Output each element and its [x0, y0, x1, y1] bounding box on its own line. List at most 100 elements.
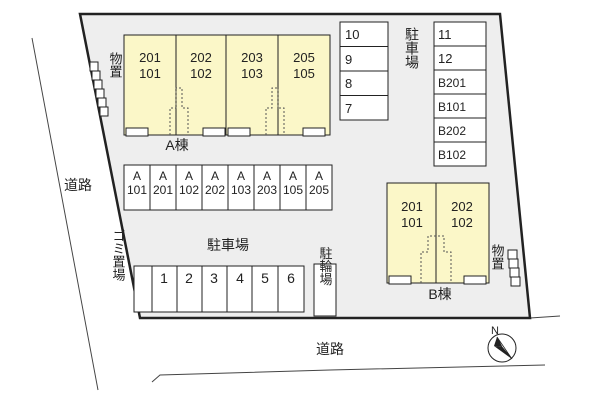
- parking-space-label: 6: [287, 270, 295, 286]
- compass-needle-shade: [494, 346, 512, 359]
- parking-space-unit: 103: [231, 183, 251, 197]
- unit-number-upper: 202: [451, 199, 473, 214]
- road-west-edge: [31, 37, 99, 391]
- unit-number-upper: 203: [241, 50, 263, 65]
- bike-parking-label: 駐輪場: [318, 247, 333, 286]
- parking-a-row: A 101 A 201 A 102 A 202 A 103 A 203 A 10…: [123, 164, 333, 211]
- building-a-unit: 202 102: [190, 50, 212, 81]
- parking-space-building: A: [263, 169, 271, 183]
- parking-top-left: 10 9 8 7: [339, 21, 389, 121]
- stair-outline: [420, 235, 452, 283]
- entry-box: [202, 127, 226, 137]
- storage-box: [93, 79, 103, 90]
- building-b-footprint: [386, 182, 490, 284]
- parking-space-label: 9: [345, 52, 352, 67]
- parking-space-label: 3: [210, 270, 218, 286]
- parking-block: [133, 265, 305, 313]
- storage-box: [510, 276, 521, 287]
- parking-space-label: 11: [438, 27, 452, 42]
- storage-b-label: 物置: [490, 244, 505, 270]
- storage-box: [91, 70, 101, 81]
- parking-upper-label: 駐車場: [404, 27, 420, 69]
- parking-space-unit: 201: [153, 183, 173, 197]
- parking-top-right: 11 12 B201 B101 B202 B102: [433, 21, 487, 167]
- parking-space-building: A: [289, 169, 297, 183]
- unit-number-upper: 205: [293, 50, 315, 65]
- bike-parking: 駐輪場: [313, 247, 337, 317]
- parking-space-label: B102: [438, 148, 466, 162]
- building-a-label: A棟: [165, 137, 188, 153]
- parking-space-label: 12: [438, 51, 452, 66]
- unit-number-lower: 103: [241, 66, 263, 81]
- parking-space-label: 2: [185, 270, 193, 286]
- unit-number-lower: 101: [401, 215, 423, 230]
- parking-space-label: 8: [345, 76, 352, 91]
- parking-space-label: 4: [236, 270, 244, 286]
- building-b-label: B棟: [428, 286, 451, 302]
- building-a-unit: 203 103: [241, 50, 263, 81]
- stair-outline: [169, 87, 189, 135]
- entry-box: [227, 127, 251, 137]
- unit-number-upper: 201: [139, 50, 161, 65]
- parking-bottom: 1 2 3 4 5 6: [133, 265, 305, 313]
- stair-outline: [265, 87, 285, 135]
- parking-space-building: A: [133, 169, 141, 183]
- unit-number-upper: 202: [190, 50, 212, 65]
- parking-space-label: 7: [345, 101, 352, 116]
- parking-space-unit: 102: [179, 183, 199, 197]
- storage-a-label: 物置: [108, 52, 123, 78]
- storage-box: [95, 88, 105, 99]
- parking-space-unit: 101: [127, 183, 147, 197]
- storage-box: [509, 267, 520, 278]
- north-label: N: [491, 325, 499, 337]
- parking-space-unit: 105: [283, 183, 303, 197]
- parking-space-label: B201: [438, 76, 466, 90]
- unit-number-lower: 102: [190, 66, 212, 81]
- road-west-label: 道路: [64, 177, 92, 193]
- parking-space-label: 5: [261, 270, 269, 286]
- unit-number-upper: 201: [401, 199, 423, 214]
- parking-space-building: A: [185, 169, 193, 183]
- entry-box: [388, 275, 412, 285]
- parking-space-label: B101: [438, 100, 466, 114]
- storage-box: [97, 97, 107, 108]
- unit-number-lower: 102: [451, 215, 473, 230]
- building-b: 201 101 202 102 B棟: [386, 182, 490, 302]
- parking-space-building: A: [159, 169, 167, 183]
- parking-space-label: 1: [160, 270, 168, 286]
- building-a: 201 101 202 102 203 103 205 105 A棟: [123, 34, 331, 153]
- unit-number-lower: 101: [139, 66, 161, 81]
- garbage-label: ゴミ置場: [111, 229, 126, 281]
- storage-box: [89, 61, 99, 72]
- storage-a: 物置: [89, 52, 123, 117]
- north-arrow: N: [487, 325, 517, 363]
- parking-space-building: A: [237, 169, 245, 183]
- parking-label: 駐車場: [207, 237, 249, 253]
- bike-parking-box: [313, 263, 337, 317]
- parking-space-unit: 202: [205, 183, 225, 197]
- unit-number-lower: 105: [293, 66, 315, 81]
- entry-box: [302, 127, 326, 137]
- road-south-label: 道路: [316, 341, 344, 357]
- building-a-unit: 205 105: [293, 50, 315, 81]
- parking-space-building: A: [211, 169, 219, 183]
- storage-box: [99, 106, 109, 117]
- entry-box: [125, 127, 149, 137]
- road-south-edge-2: [529, 315, 561, 319]
- building-a-footprint: [123, 34, 331, 136]
- storage-box: [507, 249, 518, 260]
- parking-space-unit: 205: [309, 183, 329, 197]
- parking-space-label: 10: [345, 27, 359, 42]
- road-south-edge: [151, 364, 546, 383]
- building-b-unit: 201 101: [401, 199, 423, 230]
- storage-b: 物置: [490, 244, 521, 287]
- building-b-unit: 202 102: [451, 199, 473, 230]
- entry-box: [463, 275, 487, 285]
- north-arrow-icon: [494, 337, 502, 347]
- parking-space-unit: 203: [257, 183, 277, 197]
- parking-space-label: B202: [438, 124, 466, 138]
- parking-space-building: A: [315, 169, 323, 183]
- building-a-unit: 201 101: [139, 50, 161, 81]
- storage-box: [508, 258, 519, 269]
